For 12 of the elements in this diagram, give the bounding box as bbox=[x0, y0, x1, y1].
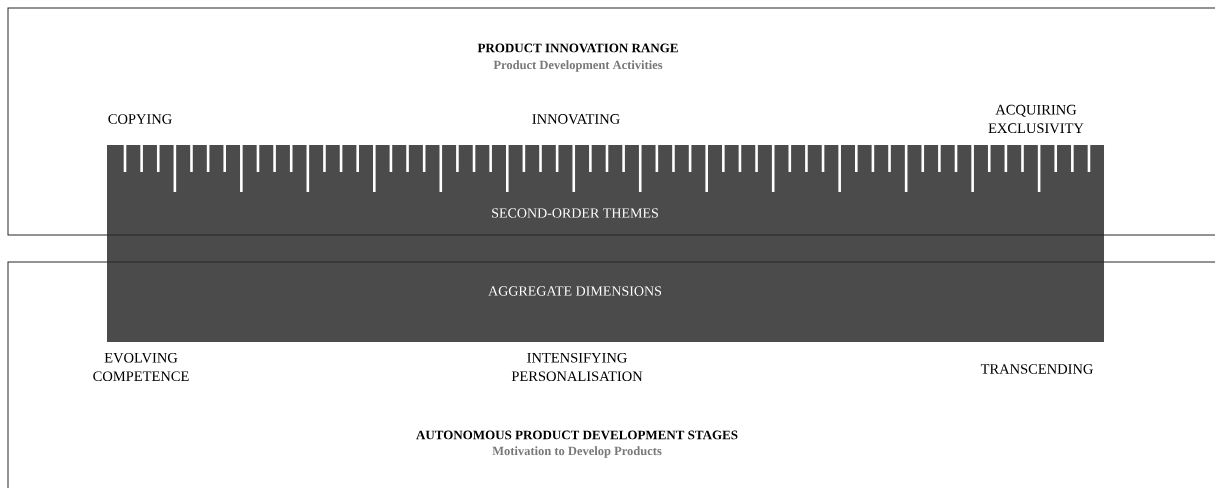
stage-label: INTENSIFYING PERSONALISATION bbox=[511, 352, 643, 382]
panel-subheading: Product Development Activities bbox=[493, 60, 663, 72]
band-label: SECOND-ORDER THEMES bbox=[492, 208, 658, 218]
panel-subheading: Motivation to Develop Products bbox=[492, 446, 662, 458]
band-label: AGGREGATE DIMENSIONS bbox=[488, 286, 662, 296]
stage-label: INNOVATING bbox=[532, 114, 620, 124]
stage-label: COPYING bbox=[108, 114, 172, 124]
panel-heading: PRODUCT INNOVATION RANGE bbox=[477, 43, 678, 53]
stage-label: TRANSCENDING bbox=[980, 364, 1093, 374]
stage-label: ACQUIRING EXCLUSIVITY bbox=[988, 104, 1084, 134]
stage-label: EVOLVING COMPETENCE bbox=[93, 352, 189, 382]
panel-heading: AUTONOMOUS PRODUCT DEVELOPMENT STAGES bbox=[416, 430, 738, 440]
